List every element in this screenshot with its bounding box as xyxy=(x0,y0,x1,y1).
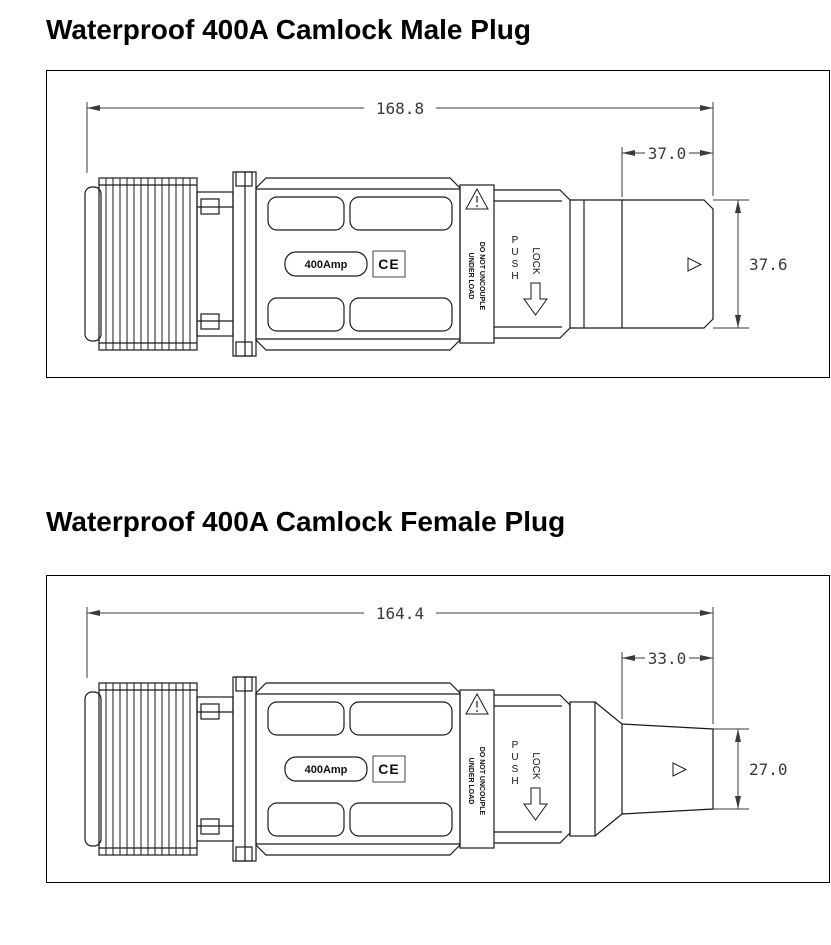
amp-rating-label: 400Amp xyxy=(305,764,348,776)
svg-text:P: P xyxy=(512,235,519,246)
warning-text-line2: UNDER LOAD xyxy=(467,758,474,805)
svg-text:S: S xyxy=(512,259,519,270)
warning-text-line1: DO NOT UNCOUPLE xyxy=(478,747,485,816)
dimension-arrowheads xyxy=(87,105,741,328)
lock-label: LOCK xyxy=(530,752,541,780)
push-label: P U S H xyxy=(511,740,518,787)
female-plug-tip xyxy=(569,701,714,837)
svg-text:H: H xyxy=(511,271,518,282)
ce-mark: CE xyxy=(378,256,399,272)
orientation-triangle-icon xyxy=(687,257,703,272)
lock-label: LOCK xyxy=(530,247,541,275)
orientation-triangle-icon xyxy=(672,762,688,777)
ce-mark: CE xyxy=(378,761,399,777)
warning-text-line2: UNDER LOAD xyxy=(467,253,474,300)
dim-tip-length: 33.0 xyxy=(648,649,687,668)
svg-text:H: H xyxy=(511,776,518,787)
dim-tip-length: 37.0 xyxy=(648,144,687,163)
dim-total-length: 164.4 xyxy=(376,604,424,623)
dim-tip-diameter: 37.6 xyxy=(749,255,788,274)
dimension-lines xyxy=(86,607,749,810)
female-drawing-box: 164.4 33.0 27.0 400Amp CE DO NOT UNCOUPL… xyxy=(46,575,830,883)
female-plug-title: Waterproof 400A Camlock Female Plug xyxy=(46,506,566,537)
warning-text-line1: DO NOT UNCOUPLE xyxy=(478,242,485,311)
male-drawing-box: 168.8 37.0 37.6 400Amp CE DO NOT UNCOUPL… xyxy=(46,70,830,378)
svg-text:S: S xyxy=(512,764,519,775)
male-plug-drawing: 168.8 37.0 37.6 400Amp CE DO NOT UNCOUPL… xyxy=(84,99,788,357)
male-plug-tip xyxy=(570,199,714,329)
dimension-arrowheads xyxy=(87,610,741,809)
svg-text:U: U xyxy=(511,247,518,258)
dimension-lines xyxy=(86,102,749,329)
female-plug-drawing: 164.4 33.0 27.0 400Amp CE DO NOT UNCOUPL… xyxy=(84,604,788,862)
push-label: P U S H xyxy=(511,235,518,282)
svg-text:P: P xyxy=(512,740,519,751)
amp-rating-label: 400Amp xyxy=(305,259,348,271)
dim-total-length: 168.8 xyxy=(376,99,424,118)
male-plug-title: Waterproof 400A Camlock Male Plug xyxy=(46,14,531,45)
dim-tip-diameter: 27.0 xyxy=(749,760,788,779)
svg-text:U: U xyxy=(511,752,518,763)
